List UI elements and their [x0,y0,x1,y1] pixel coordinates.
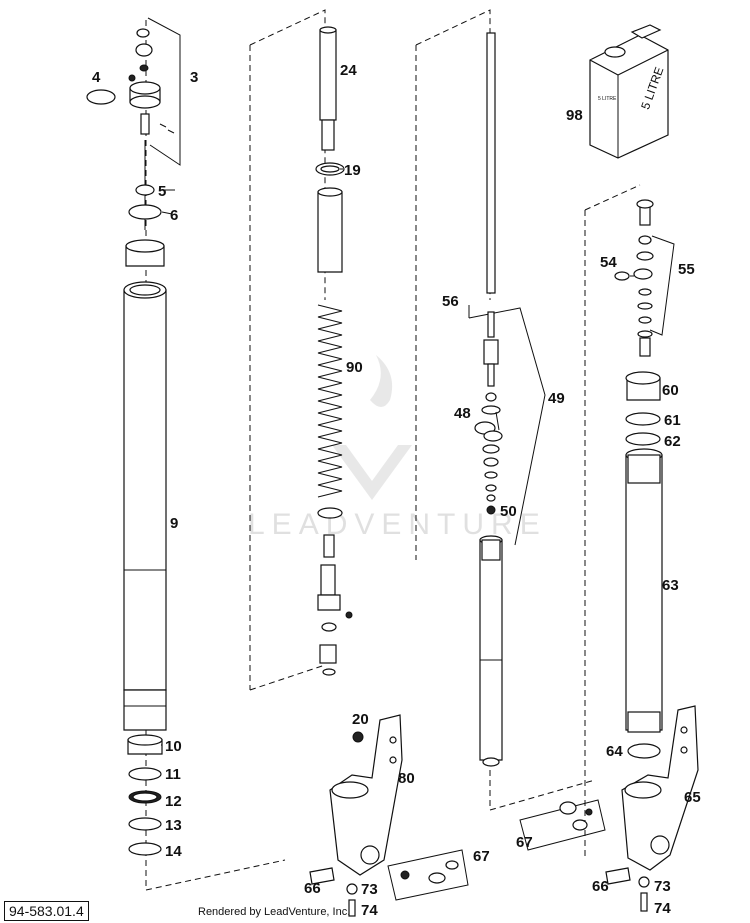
diagram-reference-code: 94-583.01.4 [4,901,89,921]
part-label-4: 4 [92,69,101,86]
part-label-74-left: 74 [361,902,378,919]
clamp-kits [387,799,606,901]
leader-lines [160,168,634,746]
part-label-6: 6 [170,207,178,224]
oil-can-illustration: 5 LITRE 5 LITRE [589,24,669,159]
part-label-56: 56 [442,293,459,310]
part-label-60: 60 [662,382,679,399]
part-labels: 3 4 5 6 9 10 11 12 13 14 19 20 24 48 49 … [92,62,701,919]
cartridge-assembly [468,32,546,767]
part-label-74-right: 74 [654,900,671,917]
axle-bracket-left [309,714,403,917]
part-label-50: 50 [500,503,517,520]
oil-can-small-label: 5 LITRE [598,96,617,102]
part-label-64: 64 [606,743,623,760]
part-label-12: 12 [165,793,182,810]
part-label-63: 63 [662,577,679,594]
spring-assembly [315,26,353,676]
part-label-98: 98 [566,107,583,124]
part-label-5: 5 [158,183,166,200]
part-label-73-left: 73 [361,881,378,898]
part-label-54: 54 [600,254,617,271]
inner-tube-assembly [614,199,675,759]
part-label-62: 62 [664,433,681,450]
part-label-3: 3 [190,69,198,86]
part-label-48: 48 [454,405,471,422]
outer-tube-assembly [86,17,181,856]
part-label-66-right: 66 [592,878,609,895]
part-label-80: 80 [398,770,415,787]
part-label-55: 55 [678,261,695,278]
part-label-67-left: 67 [473,848,490,865]
footer-credit: Rendered by LeadVenture, Inc. [198,906,351,918]
part-label-11: 11 [165,766,181,783]
part-label-9: 9 [170,515,178,532]
axle-bracket-right [605,705,699,912]
part-label-14: 14 [165,843,182,860]
part-label-90: 90 [346,359,363,376]
part-label-49: 49 [548,390,565,407]
spring-coils [317,304,343,498]
part-label-24: 24 [340,62,357,79]
part-label-10: 10 [165,738,182,755]
part-label-19: 19 [344,162,361,179]
part-label-66-left: 66 [304,880,321,897]
part-label-61: 61 [664,412,681,429]
part-label-20: 20 [352,711,369,728]
part-label-13: 13 [165,817,182,834]
part-label-65: 65 [684,789,701,806]
part-label-73-right: 73 [654,878,671,895]
part-label-67-right: 67 [516,834,533,851]
